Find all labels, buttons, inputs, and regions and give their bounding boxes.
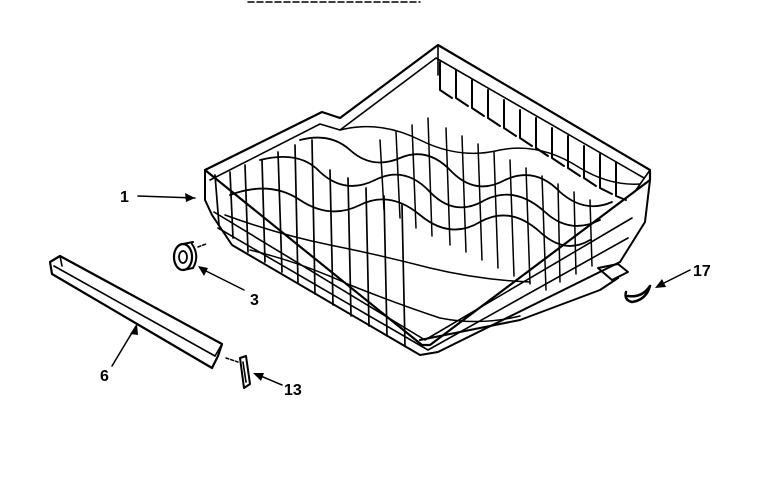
rack-front-tines (214, 139, 406, 347)
arrowhead-roller (198, 266, 208, 276)
hook-part (624, 284, 652, 304)
callout-label-rack: 1 (120, 189, 129, 206)
rack-interior-tines (379, 117, 593, 291)
callout-stop: 13 (253, 373, 302, 399)
rack-back-tines (439, 61, 627, 201)
callout-label-roller: 3 (250, 292, 259, 309)
callout-label-hook: 17 (693, 263, 711, 280)
rack-wavy-wires (224, 125, 641, 323)
callout-rail: 6 (100, 324, 138, 385)
arrowhead-rack (185, 193, 195, 202)
rail-stop-clip (239, 355, 251, 389)
callout-label-stop: 13 (284, 382, 302, 399)
arrowhead-stop (253, 373, 264, 381)
rack-rail (48, 254, 239, 370)
callout-label-rail: 6 (100, 368, 109, 385)
arrowhead-hook (655, 279, 666, 288)
dishwasher-rack (203, 43, 652, 356)
callout-rack: 1 (120, 189, 196, 206)
arrowhead-rail (130, 324, 138, 335)
rack-roller (172, 241, 207, 272)
callout-hook: 17 (655, 263, 711, 288)
callout-roller: 3 (198, 266, 259, 309)
